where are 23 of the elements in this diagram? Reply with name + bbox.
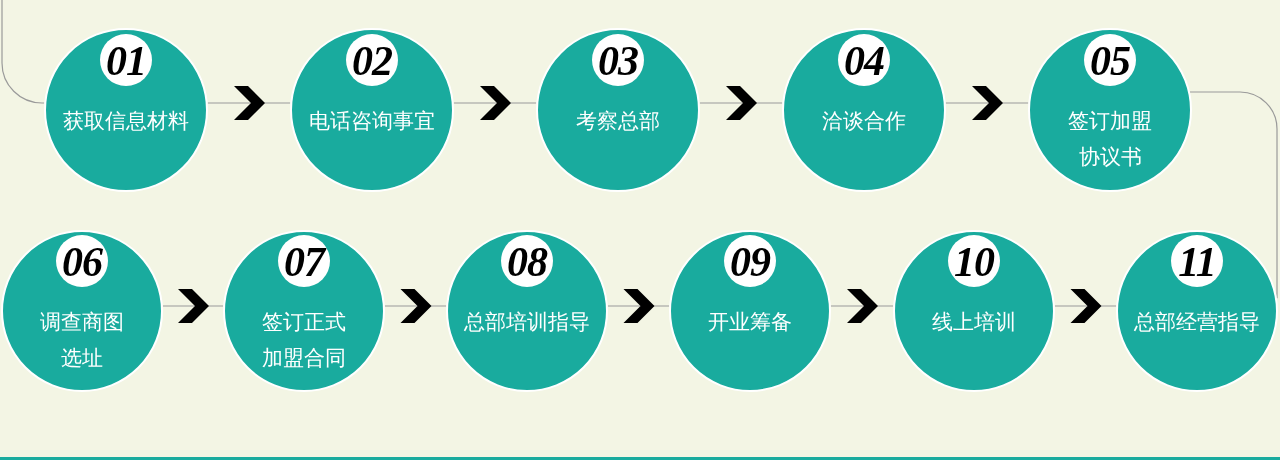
step-label: 总部经营指导 [1134,309,1260,336]
connector-line [1,0,45,104]
step-label: 线上培训 [932,309,1016,336]
step-number: 11 [1171,235,1223,287]
step-number: 09 [724,235,776,287]
step-number: 06 [56,235,108,287]
step-number: 03 [592,34,644,86]
step-number: 08 [501,235,553,287]
step-label: 获取信息材料 [63,108,189,135]
step-label: 调查商图选址 [39,309,125,372]
step-label: 开业筹备 [708,309,792,336]
step-number: 01 [100,34,152,86]
step-label: 考察总部 [576,108,660,135]
step-label: 签订加盟协议书 [1067,108,1153,171]
step-label: 总部培训指导 [464,309,590,336]
step-label: 电话咨询事宜 [309,108,435,135]
step-label: 洽谈合作 [822,108,906,135]
step-number: 05 [1084,34,1136,86]
step-label: 签订正式加盟合同 [261,309,347,372]
step-number: 10 [948,235,1000,287]
step-number: 02 [346,34,398,86]
step-number: 07 [278,235,330,287]
step-number: 04 [838,34,890,86]
